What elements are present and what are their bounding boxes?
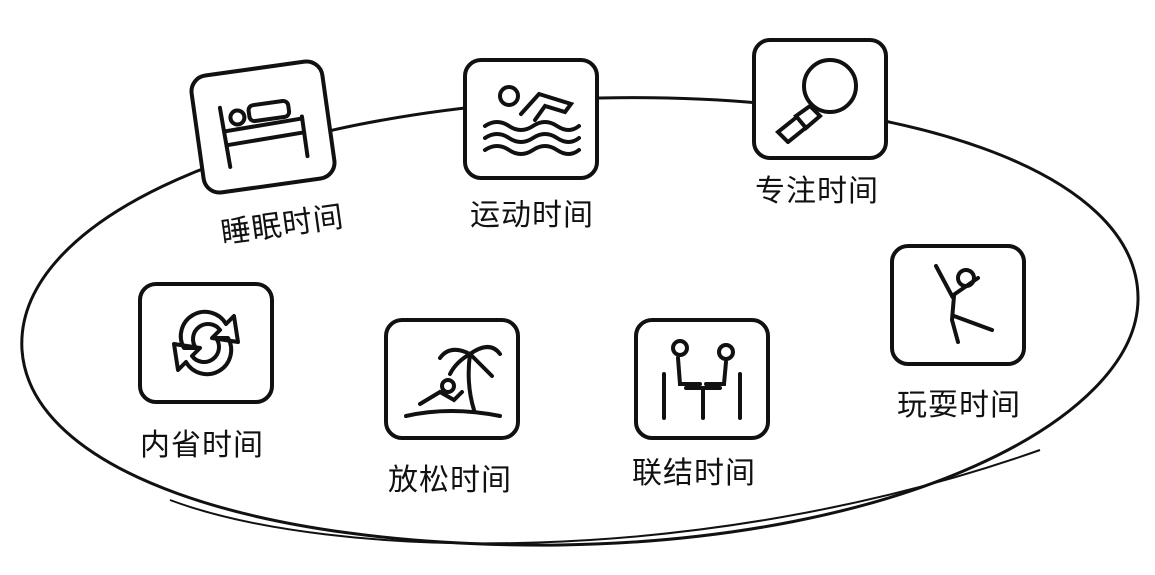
cycle-arrows-icon (138, 282, 274, 404)
label-connect: 联结时间 (632, 456, 756, 491)
label-reflect: 内省时间 (140, 428, 264, 463)
label-relax: 放松时间 (388, 463, 512, 498)
label-play: 玩耍时间 (897, 388, 1021, 423)
bed-icon (187, 57, 339, 197)
two-people-table-icon (634, 318, 770, 440)
label-focus: 专注时间 (755, 174, 879, 209)
jumping-person-icon (890, 244, 1026, 366)
label-exercise: 运动时间 (470, 198, 594, 233)
palm-beach-icon (384, 318, 520, 440)
magnifier-icon (752, 38, 888, 160)
swimmer-icon (463, 58, 599, 180)
